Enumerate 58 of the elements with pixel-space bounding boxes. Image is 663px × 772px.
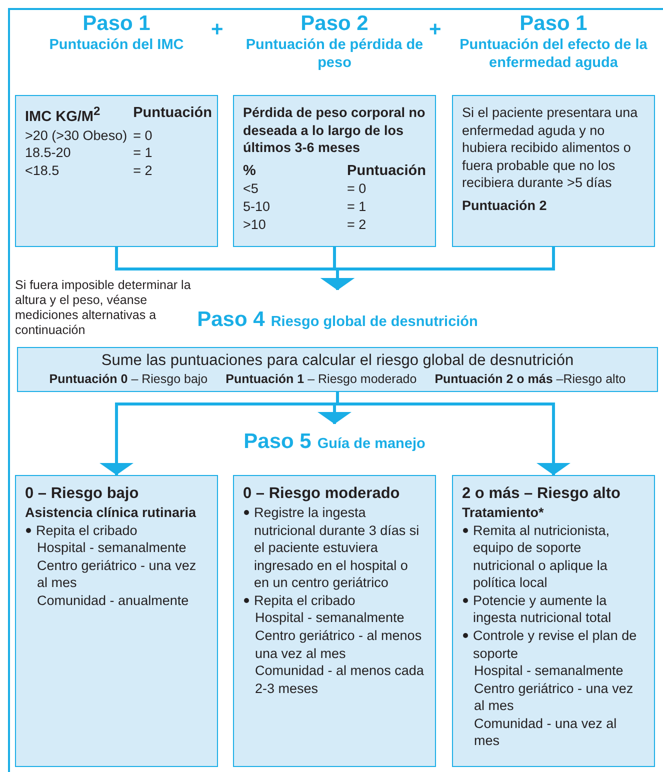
step-title: Guía de manejo: [317, 435, 426, 454]
step-title: Riesgo global de desnutrición: [270, 313, 478, 332]
bullet-item: Potencie y aumente la ingesta nutricional total: [473, 592, 612, 627]
table-cell-text: = 1: [133, 144, 154, 162]
risk-heading: 0 – Riesgo bajo: [25, 484, 140, 504]
bullet-item: Controle y revise el plan de soporte: [473, 626, 638, 662]
description-text: Puntuación 2: [462, 196, 548, 214]
step-title: Puntuación del efecto de la enfermedad aguda: [458, 36, 648, 72]
note-text: Si fuera imposible determinar la altura y el peso, véanse mediciones alternativas a continuación: [15, 278, 192, 338]
schedule-text: Comunidad - anualmente: [36, 592, 190, 610]
table-header: %: [243, 162, 257, 180]
table-cell: 5-10: [243, 198, 270, 216]
table-cell-text: <5: [243, 180, 260, 198]
schedule-text: Centro geriátrico - una vez al mes: [36, 556, 198, 592]
risk-heading: 0 – Riesgo moderado: [243, 484, 401, 504]
plus-sign: +: [429, 18, 442, 42]
schedule-text: Comunidad - al menos cada 2-3 meses: [254, 662, 425, 698]
plus-sign: +: [211, 18, 224, 42]
step-number: Paso 5: [244, 430, 312, 454]
description-text: Pérdida de peso corporal no deseada a lo largo de los últimos 3-6 meses: [243, 104, 426, 157]
risk-heading: 2 o más – Riesgo alto: [462, 484, 622, 504]
schedule-text: Comunidad - una vez al mes: [473, 714, 618, 750]
table-cell-text: = 2: [133, 162, 154, 180]
table-header: Puntuación: [133, 104, 212, 123]
step-title: Puntuación de pérdida de peso: [244, 36, 424, 72]
schedule-text: Hospital - semanalmente: [254, 609, 406, 627]
bullet-item: Repita el cribado: [36, 522, 138, 540]
table-cell-text: = 1: [347, 198, 368, 216]
table-cell-text: <18.5: [25, 162, 60, 180]
care-subheading: Asistencia clínica rutinaria: [25, 504, 198, 522]
schedule-text: Centro geriátrico - una vez al mes: [473, 680, 634, 715]
table-cell-text: >10: [243, 216, 267, 234]
bullet-item: Repita el cribado: [254, 592, 356, 610]
table-cell-text: 18.5-20: [25, 144, 72, 162]
arrow: [336, 392, 570, 475]
step-number: Paso 2: [300, 12, 368, 36]
bullet-item: Registre la ingesta nutricional durante 3 días si el paciente estuviera ingresado en el hospital o en un centro geriátrico: [254, 504, 420, 592]
table-cell-text: = 0: [133, 126, 154, 144]
instruction-text: Sume las puntuaciones para calcular el riesgo global de desnutrición: [100, 351, 575, 371]
risk-score-text: Puntuación 2 o más –Riesgo alto: [434, 371, 626, 388]
schedule-text: Hospital - semanalmente: [473, 662, 624, 680]
step-number: Paso 4: [197, 308, 265, 332]
bullet-item: Remita al nutricionista, equipo de soporte nutricional o aplique la política local: [473, 522, 611, 592]
description-text: Si el paciente presentara una enfermedad aguda y no hubiera recibido alimentos o fuera probable que no los recibiera durante >5 días: [462, 104, 639, 192]
risk-score-text: Puntuación 0 – Riesgo bajo: [49, 371, 208, 388]
step-number: Paso 1: [520, 12, 588, 36]
arrow: [320, 247, 555, 290]
step-number: Paso 1: [82, 12, 150, 36]
risk-score-text: Puntuación 1 – Riesgo moderado: [226, 371, 417, 388]
care-subheading: Tratamiento*: [462, 504, 545, 522]
table-header: IMC KG/M$^{2}$: [25, 104, 102, 127]
table-header: Puntuación: [347, 162, 426, 180]
table-cell: >20 (>30 Obeso): [25, 126, 128, 144]
table-cell-text: = 0: [347, 180, 368, 198]
schedule-text: Centro geriátrico - al menos una vez al mes: [254, 626, 423, 662]
step-title: Puntuación del IMC: [49, 36, 184, 54]
table-cell-text: = 2: [347, 216, 368, 234]
schedule-text: Hospital - semanalmente: [36, 539, 188, 557]
